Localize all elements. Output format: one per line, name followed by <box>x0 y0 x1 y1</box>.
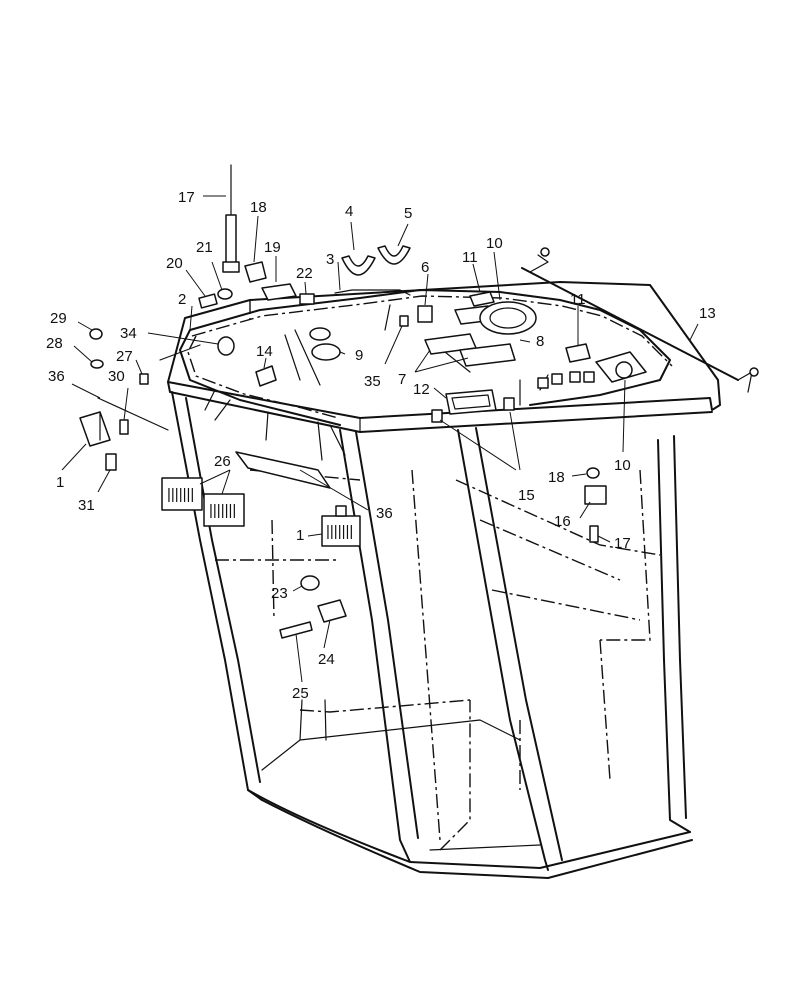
callout-2: 2 <box>178 291 186 308</box>
callout-4: 4 <box>345 203 353 220</box>
work-lamp-left <box>79 411 111 447</box>
callout-10b: 10 <box>614 457 631 474</box>
callout-29: 27 <box>116 348 133 365</box>
spacer-25 <box>300 575 320 591</box>
callout-22: 20 <box>166 255 183 272</box>
callout-7: 7 <box>398 371 406 388</box>
callout-14: 14 <box>256 343 273 360</box>
lamp-grille-28a: ||||||| <box>167 486 194 503</box>
switch-11b <box>565 343 591 363</box>
callout-8: 8 <box>536 333 544 350</box>
callout-17: 17 <box>614 535 631 552</box>
bolt-27 <box>279 621 313 639</box>
callout-18: 18 <box>548 469 565 486</box>
nut-18 <box>586 467 600 479</box>
cable-clamp-5 <box>377 245 411 265</box>
callout-25: 23 <box>271 585 288 602</box>
cable-clamp-4 <box>341 255 376 276</box>
callout-9: 9 <box>355 347 363 364</box>
callout-1a: 1 <box>56 474 64 491</box>
callout-26: 24 <box>318 651 335 668</box>
wiring-harness <box>159 289 673 461</box>
screw-29 <box>139 373 149 385</box>
connector-35 <box>399 315 409 327</box>
bracket-16 <box>584 485 607 505</box>
display-panel <box>445 389 497 415</box>
mounting-bracket <box>261 283 297 301</box>
callout-11b: 11 <box>570 291 586 308</box>
callout-35: 35 <box>364 373 381 390</box>
callout-32: 30 <box>108 368 125 385</box>
washer <box>217 288 233 300</box>
antenna-base <box>244 261 267 283</box>
switch-13b <box>503 397 515 411</box>
harness-coil <box>311 343 341 361</box>
callout-12: 12 <box>413 381 430 398</box>
callout-24: 22 <box>296 265 313 282</box>
callout-19: 17 <box>178 189 195 206</box>
mounting-rod-36 <box>97 397 169 431</box>
work-lamp-28b: ||||||| <box>203 493 245 527</box>
washer-30 <box>90 359 104 369</box>
connectors <box>537 371 595 389</box>
callout-10a: 10 <box>486 235 503 252</box>
relay <box>417 305 433 323</box>
grommet <box>217 336 235 356</box>
switch-11a <box>469 291 495 307</box>
callout-1b: 1 <box>296 527 304 544</box>
callout-23: 21 <box>196 239 213 256</box>
callout-5: 5 <box>404 205 412 222</box>
harness-coil-2 <box>309 327 331 341</box>
callout-31: 29 <box>50 310 67 327</box>
bolt <box>198 293 218 309</box>
callout-15: 13 <box>699 305 716 322</box>
cable-strap <box>334 289 411 296</box>
work-lamp-1: ||||||| <box>321 505 361 547</box>
callout-20: 18 <box>250 199 267 216</box>
callout-11a: 11 <box>462 249 478 266</box>
callout-27: 25 <box>292 685 309 702</box>
callout-13: 15 <box>518 487 535 504</box>
dome-lamp <box>595 351 647 383</box>
callout-30: 28 <box>46 335 63 352</box>
bolt-17 <box>589 525 599 543</box>
lamp-grille-28b: ||||||| <box>209 502 236 519</box>
bracket-26 <box>317 599 347 623</box>
cab-frame <box>167 281 721 879</box>
fuse-box-lower <box>459 343 516 367</box>
antenna-cable <box>521 247 759 393</box>
callout-6: 6 <box>421 259 429 276</box>
fuse-holder <box>299 293 315 305</box>
bolt-33 <box>105 453 117 471</box>
bulb-holder <box>255 365 277 387</box>
callout-36a: 36 <box>48 368 65 385</box>
callout-16: 16 <box>554 513 571 530</box>
antenna <box>222 164 240 273</box>
callout-28: 26 <box>214 453 231 470</box>
leader-lines <box>61 195 699 683</box>
callout-3: 3 <box>326 251 334 268</box>
nut-31 <box>89 328 103 340</box>
callout-36b: 36 <box>376 505 393 522</box>
callout-labels: 17 18 19 21 20 22 3 4 5 6 10 11 11 13 8 … <box>46 189 716 702</box>
screw-32 <box>119 419 129 435</box>
lamp-grille-1: ||||||| <box>326 523 353 540</box>
callout-34: 34 <box>120 325 137 342</box>
callout-21: 19 <box>264 239 281 256</box>
switch-13a <box>431 409 443 423</box>
work-lamp-28a: ||||||| <box>161 477 203 511</box>
speaker <box>479 301 537 335</box>
callout-33: 31 <box>78 497 95 514</box>
